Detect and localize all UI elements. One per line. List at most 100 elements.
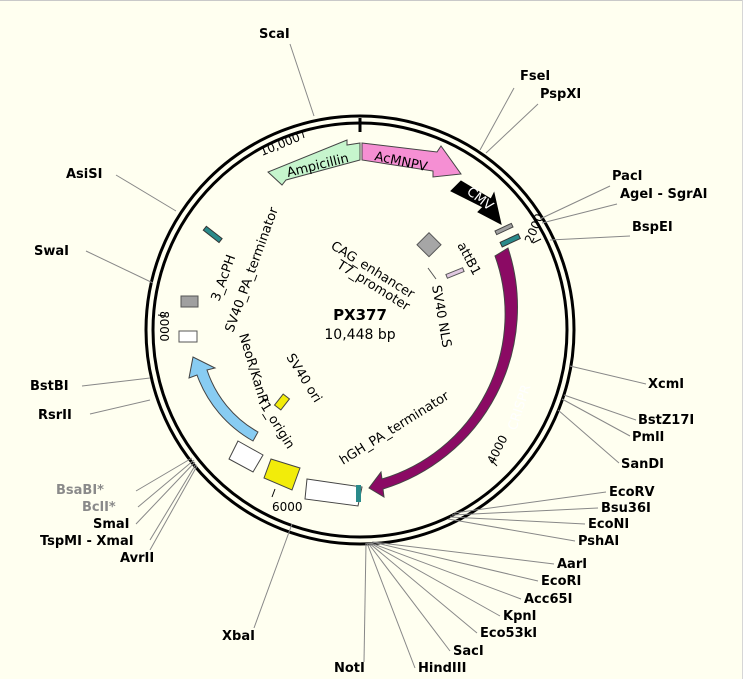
f1-origin-box bbox=[263, 458, 301, 491]
white-box-6000 bbox=[228, 440, 264, 473]
cmv-arrow bbox=[450, 180, 502, 225]
site-swai[interactable]: SwaI bbox=[34, 244, 69, 259]
site-eco53ki[interactable]: Eco53kI bbox=[480, 626, 537, 641]
hgh-end-marker bbox=[356, 485, 361, 502]
site-aari[interactable]: AarI bbox=[557, 557, 587, 572]
leader-line-4 bbox=[541, 203, 618, 224]
leader-line-17 bbox=[369, 542, 501, 617]
attb1-marker bbox=[445, 267, 465, 279]
leader-line-9 bbox=[557, 409, 620, 464]
sv40-nls-label: SV40 NLS bbox=[428, 284, 454, 349]
tick-label-6000: 6000 bbox=[272, 500, 303, 514]
leader-line-18 bbox=[368, 542, 478, 634]
site-bstbi[interactable]: BstBI bbox=[30, 379, 69, 394]
leader-line-11 bbox=[451, 507, 599, 516]
backbone-outer-circle bbox=[144, 114, 576, 546]
leader-line-22 bbox=[253, 523, 293, 629]
tick-label-8000: 8000 bbox=[157, 311, 171, 342]
site-pshai[interactable]: PshAI bbox=[578, 534, 619, 549]
cag-enhancer-box bbox=[416, 231, 442, 258]
site-avrii[interactable]: AvrII bbox=[120, 551, 154, 566]
leader-line-8 bbox=[561, 398, 631, 437]
crispr-label: CRISPR bbox=[506, 383, 535, 432]
site-noti[interactable]: NotI bbox=[334, 661, 365, 676]
site-bspei[interactable]: BspEI bbox=[632, 220, 673, 235]
teal-marker-2000 bbox=[499, 233, 521, 248]
tick-6000 bbox=[271, 488, 276, 498]
sv40-ori-label: SV40 ori bbox=[283, 351, 325, 405]
site-asisi[interactable]: AsiSI bbox=[66, 167, 102, 182]
leader-line-25 bbox=[135, 461, 196, 525]
site-sandi[interactable]: SanDI bbox=[621, 457, 664, 472]
site-acc65i[interactable]: Acc65I bbox=[524, 592, 572, 607]
plasmid-name: PX377 bbox=[333, 306, 387, 324]
site-smai[interactable]: SmaI bbox=[93, 517, 130, 532]
site-bsabi[interactable]: BsaBI* bbox=[56, 483, 104, 498]
leader-line-21 bbox=[363, 542, 367, 663]
site-bsu36i[interactable]: Bsu36I bbox=[601, 501, 651, 516]
leader-line-10 bbox=[453, 491, 607, 514]
leader-line-2 bbox=[485, 103, 539, 154]
top-border bbox=[0, 0, 743, 1]
site-leader-lines bbox=[81, 43, 647, 669]
tick-10000 bbox=[301, 130, 305, 139]
ampicillin-arrow bbox=[267, 139, 361, 186]
tick-label-10000: 10,000 bbox=[258, 130, 302, 159]
scale-ticks bbox=[157, 130, 542, 498]
leader-line-0 bbox=[289, 43, 315, 117]
site-hindiii[interactable]: HindIII bbox=[418, 661, 466, 676]
tick-2000 bbox=[532, 238, 542, 244]
acmnpv-arrow bbox=[361, 142, 462, 178]
leader-line-16 bbox=[370, 542, 522, 600]
attb1-ring-marker bbox=[494, 222, 514, 236]
site-xbai[interactable]: XbaI bbox=[222, 629, 255, 644]
crispr-arrow bbox=[368, 247, 518, 498]
leader-line-14 bbox=[372, 541, 555, 565]
hgh-pa-terminator-box bbox=[304, 478, 363, 507]
site-xcmi[interactable]: XcmI bbox=[648, 377, 684, 392]
leader-line-1 bbox=[479, 87, 515, 151]
leader-line-27 bbox=[135, 457, 193, 492]
site-kpni[interactable]: KpnI bbox=[503, 609, 536, 624]
site-pspxi[interactable]: PspXI bbox=[540, 87, 581, 102]
leader-line-5 bbox=[549, 235, 631, 241]
site-pmli[interactable]: PmlI bbox=[632, 430, 664, 445]
leader-line-6 bbox=[569, 365, 647, 385]
site-scai[interactable]: ScaI bbox=[259, 27, 290, 42]
neor-kanr-label: NeoR/KanR bbox=[235, 332, 271, 406]
site-bstz17i[interactable]: BstZ17I bbox=[638, 413, 694, 428]
gray-box-acph bbox=[180, 295, 199, 308]
leader-line-26 bbox=[137, 459, 195, 508]
site-ecori[interactable]: EcoRI bbox=[541, 574, 581, 589]
site-econi[interactable]: EcoNI bbox=[588, 517, 629, 532]
leader-line-7 bbox=[563, 394, 637, 421]
leader-line-12 bbox=[449, 516, 586, 525]
leader-line-20 bbox=[366, 542, 416, 669]
leader-line-24 bbox=[149, 463, 197, 541]
tick-label-2000: 2000 bbox=[522, 212, 547, 246]
plasmid-size: 10,448 bp bbox=[324, 327, 395, 343]
site-agei-sgrai[interactable]: AgeI - SgrAI bbox=[620, 187, 707, 202]
site-fsei[interactable]: FseI bbox=[520, 69, 550, 84]
sv40-ori-box bbox=[273, 393, 291, 411]
white-box-8000 bbox=[178, 330, 198, 343]
leader-line-30 bbox=[85, 250, 154, 284]
site-rsrii[interactable]: RsrII bbox=[38, 408, 72, 423]
t7-promoter-marker bbox=[427, 267, 437, 280]
tick-4000 bbox=[490, 459, 498, 467]
site-paci[interactable]: PacI bbox=[612, 169, 643, 184]
leader-line-19 bbox=[367, 542, 451, 652]
restriction-sites: ScaI FseI PspXI PacI AgeI - SgrAI BspEI … bbox=[30, 27, 707, 676]
site-tspmi-xmai[interactable]: TspMI - XmaI bbox=[40, 534, 134, 549]
teal-marker-acph bbox=[202, 225, 223, 244]
leader-line-15 bbox=[371, 541, 539, 582]
leader-line-29 bbox=[81, 377, 151, 387]
tick-label-4000: 4000 bbox=[484, 433, 510, 467]
leader-line-23 bbox=[149, 465, 198, 551]
site-saci[interactable]: SacI bbox=[453, 644, 484, 659]
site-ecorv[interactable]: EcoRV bbox=[609, 485, 655, 500]
site-bcli[interactable]: BclI* bbox=[82, 500, 116, 515]
tick-8000 bbox=[157, 314, 167, 317]
leader-line-28 bbox=[89, 399, 151, 415]
